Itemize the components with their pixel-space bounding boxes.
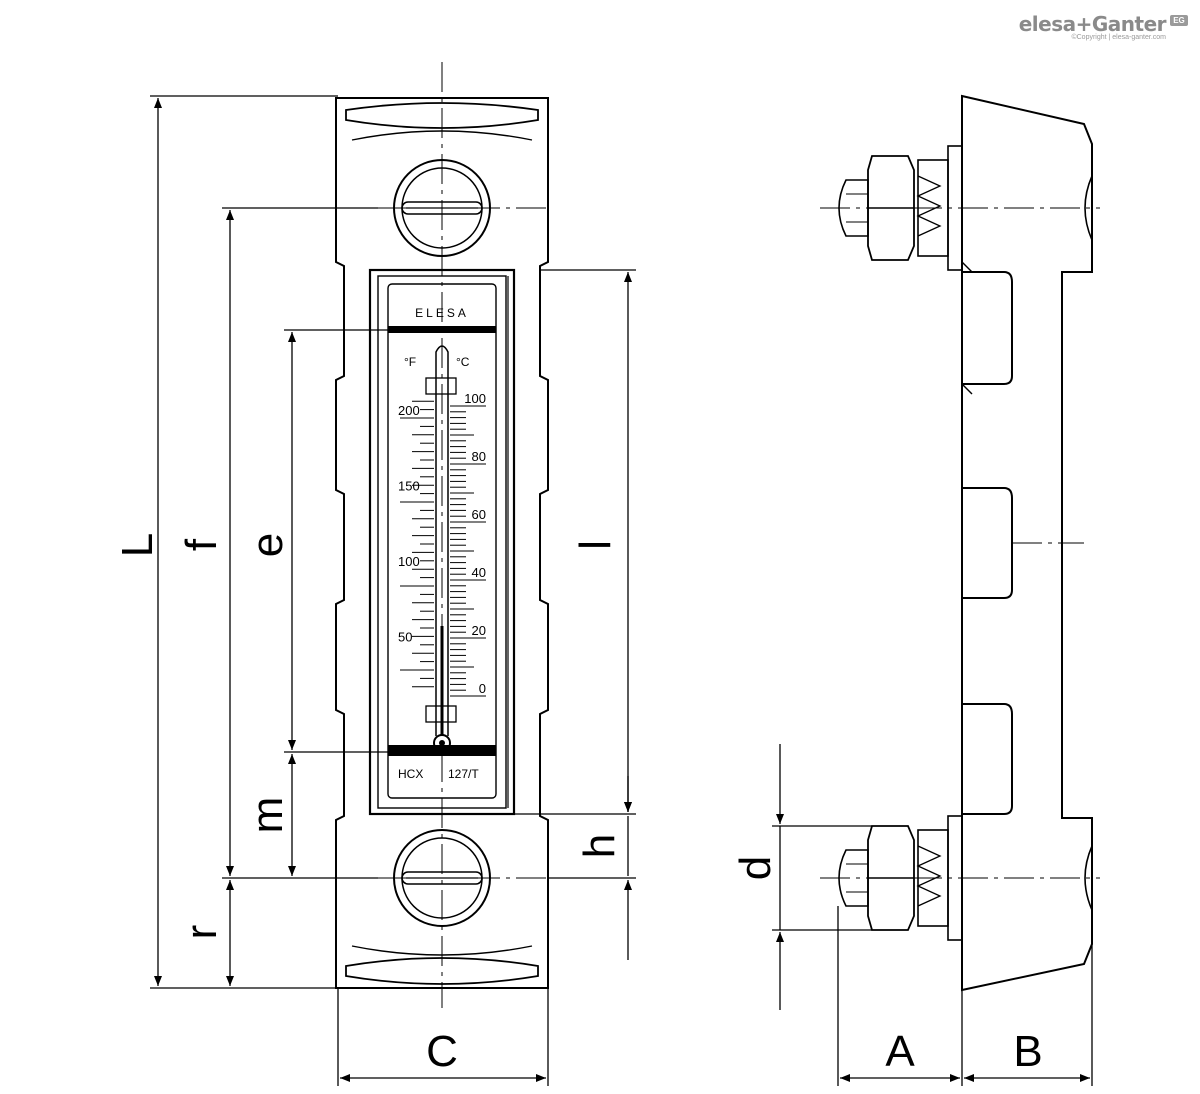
- dim-label-h: h: [575, 834, 624, 858]
- front-top-cap: [345, 102, 539, 129]
- fahrenheit-label: 150: [398, 479, 420, 494]
- logo-badge: EG: [1170, 15, 1188, 26]
- celsius-label: 100: [464, 391, 486, 406]
- fahrenheit-labels: 200 150 100 50: [398, 403, 420, 645]
- dim-label-r: r: [177, 925, 226, 940]
- celsius-label: 40: [472, 565, 486, 580]
- fahrenheit-label: 100: [398, 554, 420, 569]
- dim-label-l: l: [571, 540, 620, 550]
- dim-label-e: e: [243, 533, 292, 557]
- bottom-bolt-assembly: [820, 815, 1100, 941]
- celsius-labels: 100 80 60 40 20 0: [464, 391, 486, 696]
- unit-fahrenheit: °F: [404, 355, 416, 369]
- dim-label-f: f: [177, 538, 226, 551]
- dim-label-C: C: [426, 1027, 458, 1076]
- dim-label-B: B: [1013, 1027, 1042, 1076]
- front-view: [335, 62, 549, 1008]
- elesa-ganter-logo: elesa+Ganter EG ©Copyright | elesa-gante…: [1018, 12, 1188, 41]
- dim-label-A: A: [885, 1027, 915, 1076]
- dim-label-m: m: [243, 797, 292, 834]
- unit-celsius: °C: [456, 355, 470, 369]
- logo-brand-right: Ganter: [1091, 12, 1167, 36]
- front-bottom-cap: [345, 957, 539, 985]
- side-view: [820, 94, 1100, 992]
- gauge-code: 127/T: [448, 767, 479, 781]
- celsius-label: 0: [479, 681, 486, 696]
- dim-label-d: d: [731, 856, 780, 880]
- gauge-brand: ELESA: [415, 306, 469, 320]
- side-body-outline: [961, 94, 1093, 992]
- gauge-model: HCX: [398, 767, 423, 781]
- celsius-label: 60: [472, 507, 486, 522]
- side-bump-top: [962, 271, 1013, 385]
- top-bolt-assembly: [820, 145, 1100, 271]
- fahrenheit-label: 200: [398, 403, 420, 418]
- fahrenheit-ticks: [400, 400, 434, 688]
- side-bump-mid: [962, 487, 1013, 599]
- logo-copyright: ©Copyright | elesa-ganter.com: [1071, 34, 1166, 41]
- logo-brand-sep: +: [1075, 12, 1093, 36]
- celsius-label: 80: [472, 449, 486, 464]
- celsius-ticks: [450, 405, 486, 697]
- side-bump-bottom: [962, 703, 1013, 815]
- dimension-lines: [150, 95, 1093, 1086]
- celsius-label: 20: [472, 623, 486, 638]
- fahrenheit-label: 50: [398, 630, 412, 645]
- logo-brand-left: elesa: [1018, 12, 1076, 36]
- dim-label-L: L: [113, 533, 162, 557]
